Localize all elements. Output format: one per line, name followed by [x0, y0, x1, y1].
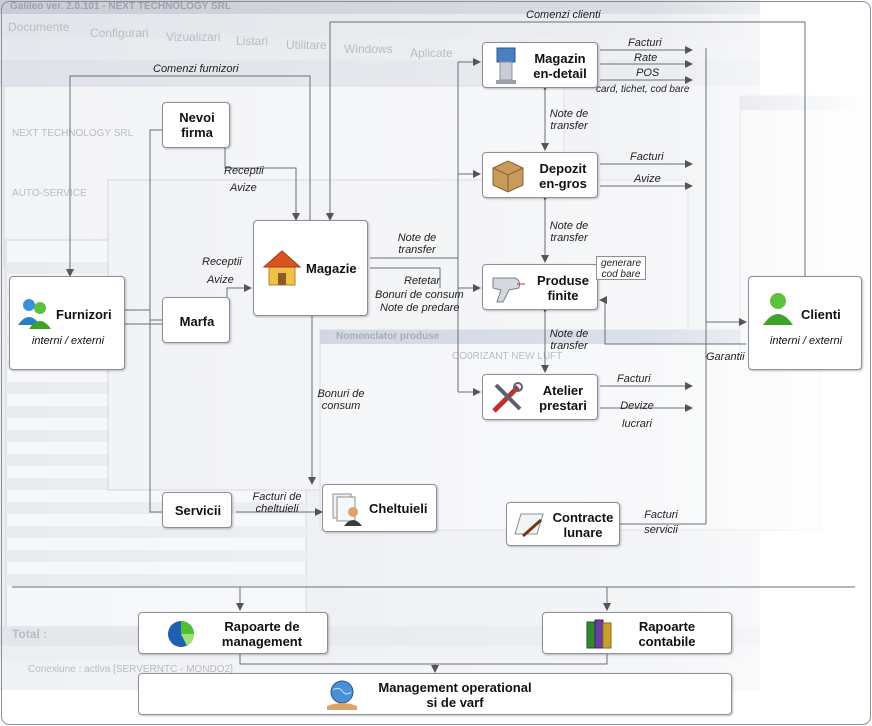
contract-pen-icon	[514, 513, 544, 538]
bg-company: NEXT TECHNOLOGY SRL	[12, 128, 134, 139]
node-magazie: Magazie	[253, 220, 368, 316]
label-comenzi-clienti: Comenzi clienti	[526, 9, 601, 21]
node-produse: Produse finite	[482, 264, 598, 310]
furnizori-title: Furnizori	[56, 307, 112, 322]
label-facturi-cheltuieli: Facturi de cheltuieli	[252, 491, 302, 515]
client-icon	[763, 293, 793, 325]
label-facturi-2: Facturi	[630, 151, 664, 163]
books-icon	[586, 619, 612, 649]
clienti-subtitle: interni / externi	[769, 335, 843, 347]
bg-menu-2: Configurari	[90, 26, 149, 40]
node-management-operational: Management operational si de varf	[138, 673, 732, 715]
node-clienti: Clienti interni / externi	[748, 276, 862, 370]
produse-title: Produse finite	[536, 273, 589, 303]
label-note-predare: Note de predare	[380, 302, 460, 314]
bg-total: Total :	[12, 627, 48, 641]
label-card-tichet: card, tichet, cod bare	[596, 84, 690, 95]
cheltuieli-title: Cheltuieli	[369, 501, 428, 516]
conn-nevoi-magazie	[224, 147, 300, 221]
rapoarte-management-title: Rapoarte de management	[221, 619, 303, 649]
bg-menu-5: Utilitare	[286, 38, 327, 52]
management-operational-title: Management operational si de varf	[378, 680, 532, 710]
label-bonuri-consum-2: Bonuri de consum	[317, 388, 365, 412]
bg-product-name: CO0RIZANT NEW LUFT	[452, 351, 563, 362]
servicii-title: Servicii	[174, 503, 222, 518]
bg-menu-1: Documente	[8, 20, 70, 34]
label-garantii: Garantii	[706, 351, 745, 363]
contracte-title: Contracte lunare	[552, 510, 614, 540]
node-rapoarte-contabile: Rapoarte contabile	[542, 612, 732, 654]
bg-menu-6: Windows	[344, 42, 393, 56]
house-icon	[262, 250, 302, 286]
conn-comenzi-clienti	[326, 21, 806, 276]
label-avize-3: Avize	[634, 173, 661, 185]
pie-chart-icon	[168, 621, 195, 647]
bg-menu-4: Listari	[236, 34, 269, 48]
box-icon	[492, 160, 524, 193]
bg-menu-3: Vizualizari	[166, 30, 221, 44]
label-rate: Rate	[634, 52, 658, 64]
users-icon	[18, 299, 51, 329]
bg-menu-7: Aplicate	[410, 46, 453, 60]
label-note-transfer-prod: Note de transfer	[549, 328, 589, 352]
label-receptii-1: Receptii	[224, 165, 264, 177]
conn-reports-join	[239, 654, 608, 665]
node-marfa: Marfa	[162, 297, 230, 343]
marfa-title: Marfa	[179, 314, 215, 329]
label-devize-lucrari: Devize lucrari	[620, 400, 654, 430]
tools-icon	[492, 382, 523, 413]
label-avize-1: Avize	[230, 182, 257, 194]
conn-garantii-back	[705, 330, 746, 345]
label-receptii-2: Receptii	[202, 256, 242, 268]
conn-garantii	[599, 296, 744, 345]
kiosk-icon	[496, 47, 516, 84]
barcode-scanner-icon	[492, 277, 525, 303]
node-depozit: Depozit en-gros	[482, 152, 598, 198]
node-servicii: Servicii	[162, 492, 232, 528]
rapoarte-contabile-title: Rapoarte contabile	[638, 619, 696, 649]
conn-comenzi-furnizori	[66, 75, 311, 277]
label-bonuri-consum: Bonuri de consum	[375, 289, 464, 301]
atelier-title: Atelier prestari	[539, 383, 587, 413]
furnizori-subtitle: interni / externi	[31, 335, 105, 347]
bg-nomenclator: Nomenclator produse	[336, 331, 440, 342]
globe-hand-icon	[327, 680, 357, 710]
node-nevoi-firma: Nevoi firma	[162, 102, 230, 148]
bg-profit-center: AUTO-SERVICE	[12, 188, 87, 199]
label-facturi-servicii: Facturi servicii	[644, 509, 678, 536]
node-contracte: Contracte lunare	[506, 502, 620, 546]
bg-title: Galileo ver. 2.0.101 - NEXT TECHNOLOGY S…	[10, 1, 231, 12]
label-avize-2: Avize	[207, 274, 234, 286]
conn-marfa-magazie	[226, 284, 252, 297]
conn-bus-top	[124, 129, 162, 311]
label-note-transfer-left: Note de transfer	[397, 232, 437, 256]
nevoi-firma-title: Nevoi firma	[179, 110, 215, 140]
node-furnizori: Furnizori interni / externi	[9, 276, 125, 370]
conn-bus-bottom	[149, 310, 162, 513]
depozit-title: Depozit en-gros	[539, 161, 587, 191]
tag-generare-cod-bare: generare cod bare	[596, 256, 646, 280]
documents-person-icon	[332, 493, 362, 526]
conn-retetar	[370, 267, 441, 288]
label-note-transfer-mag: Note de transfer	[549, 108, 589, 132]
node-rapoarte-management: Rapoarte de management	[138, 612, 328, 654]
label-facturi-3: Facturi	[617, 373, 651, 385]
magazie-title: Magazie	[306, 261, 357, 276]
label-facturi-1: Facturi	[628, 37, 662, 49]
label-pos: POS	[636, 67, 660, 79]
bg-status: Conexiune : activa [SERVERNTC - MONDO2]	[28, 664, 233, 675]
clienti-title: Clienti	[801, 307, 841, 322]
label-comenzi-furnizori: Comenzi furnizori	[153, 63, 239, 75]
node-magazin: Magazin en-detail	[482, 42, 598, 88]
node-cheltuieli: Cheltuieli	[322, 484, 437, 532]
label-retetar: Retetar	[404, 275, 441, 287]
label-note-transfer-dep: Note de transfer	[549, 220, 589, 244]
magazin-title: Magazin en-detail	[533, 51, 587, 81]
node-atelier: Atelier prestari	[482, 374, 598, 420]
